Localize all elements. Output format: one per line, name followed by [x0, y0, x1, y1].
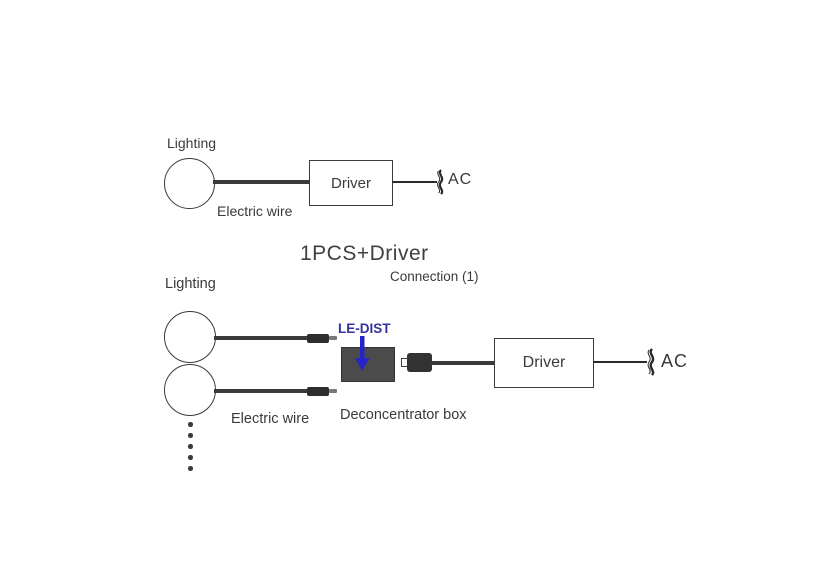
lighting-label-top: Lighting — [167, 135, 217, 151]
electric-wire-label-top: Electric wire — [217, 203, 293, 219]
wire-connector-tip — [329, 389, 337, 393]
driver-box-bottom: Driver — [494, 338, 594, 388]
more-lamps-ellipsis — [188, 422, 193, 471]
plug-wire-line — [430, 360, 494, 365]
lamp-circle — [164, 158, 215, 209]
driver-box-top: Driver — [309, 160, 393, 206]
deconcentrator-label: Deconcentrator box — [340, 407, 467, 423]
deconcentrator-box — [341, 347, 395, 382]
ac-wire-line-bottom — [593, 361, 647, 363]
le-dist-label: LE-DIST — [338, 321, 391, 336]
caption-title: 1PCS+Driver — [300, 242, 429, 265]
plug-body — [407, 353, 432, 372]
electric-wire-line — [214, 336, 308, 340]
ac-label-bottom: AC — [661, 351, 689, 371]
driver-label-bottom: Driver — [522, 354, 566, 371]
ac-wave-break-icon — [645, 348, 657, 381]
wire-connector-tip — [329, 336, 337, 340]
ac-wave-break-icon — [435, 169, 446, 200]
caption-subtitle: Connection (1) — [390, 269, 479, 284]
electric-wire-line — [214, 389, 308, 393]
wire-connector — [307, 386, 329, 396]
electric-wire-label-bottom: Electric wire — [231, 411, 310, 427]
electric-wire-line — [213, 180, 310, 184]
down-arrow-icon — [354, 336, 370, 377]
ac-label-top: AC — [448, 171, 473, 188]
wire-connector — [307, 333, 329, 343]
lighting-label-bottom: Lighting — [165, 276, 216, 292]
driver-label-top: Driver — [331, 174, 371, 192]
lamp-circle — [164, 311, 216, 363]
ac-wire-line-top — [392, 181, 437, 183]
lamp-circle — [164, 364, 216, 416]
